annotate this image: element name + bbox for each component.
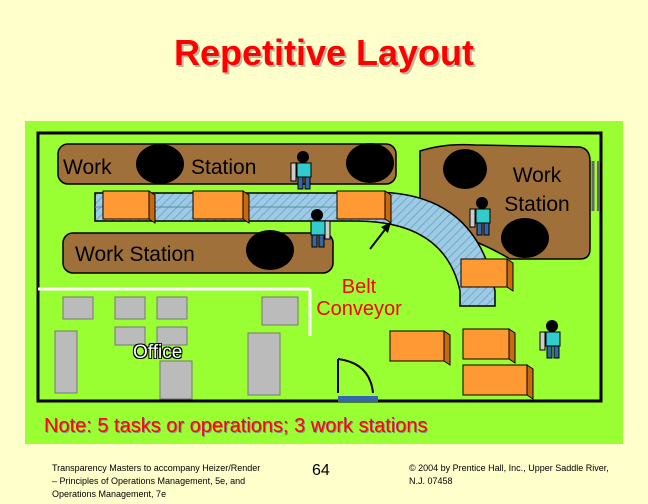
label-station-top: Station xyxy=(191,156,257,179)
page-title: Repetitive Layout xyxy=(173,32,475,73)
box-7 xyxy=(462,364,534,400)
operator-circle xyxy=(246,230,294,270)
layout-diagram: Work Station Work Station Work Station B… xyxy=(25,121,623,444)
footer-copyright: © 2004 by Prentice Hall, Inc., Upper Sad… xyxy=(409,463,609,486)
layout-drawing xyxy=(36,131,603,403)
label-work-station-left: Work Station xyxy=(75,243,195,266)
operator-circle xyxy=(346,143,394,183)
office-desks xyxy=(54,296,299,400)
worker-icon xyxy=(310,209,331,248)
label-work-station-right: Work Station xyxy=(504,164,570,216)
label-office: Office xyxy=(133,342,183,363)
footer-source: Transparency Masters to accompany Heizer… xyxy=(52,463,261,499)
worker-icon xyxy=(469,197,491,236)
label-belt-conveyor: Belt Conveyor xyxy=(316,276,402,320)
worker-icon xyxy=(539,320,561,359)
building-wall xyxy=(36,131,603,403)
door-threshold xyxy=(338,396,378,402)
box-2 xyxy=(192,190,250,224)
operator-circle xyxy=(443,149,487,189)
box-5 xyxy=(389,330,451,366)
belt-conveyor xyxy=(94,191,496,307)
note-text: Note: 5 tasks or operations; 3 work stat… xyxy=(44,415,428,437)
worker-icon xyxy=(290,151,312,190)
label-work-top-left: Work xyxy=(63,156,112,179)
box-3 xyxy=(336,190,392,224)
office-door xyxy=(337,358,374,394)
operator-circle xyxy=(501,218,549,258)
operator-circle xyxy=(136,144,184,184)
page-number: 64 xyxy=(312,462,330,479)
box-6 xyxy=(462,328,516,364)
arrow-line xyxy=(369,226,388,250)
arrow-head xyxy=(381,222,391,233)
box-4 xyxy=(460,258,514,292)
box-1 xyxy=(102,190,156,224)
